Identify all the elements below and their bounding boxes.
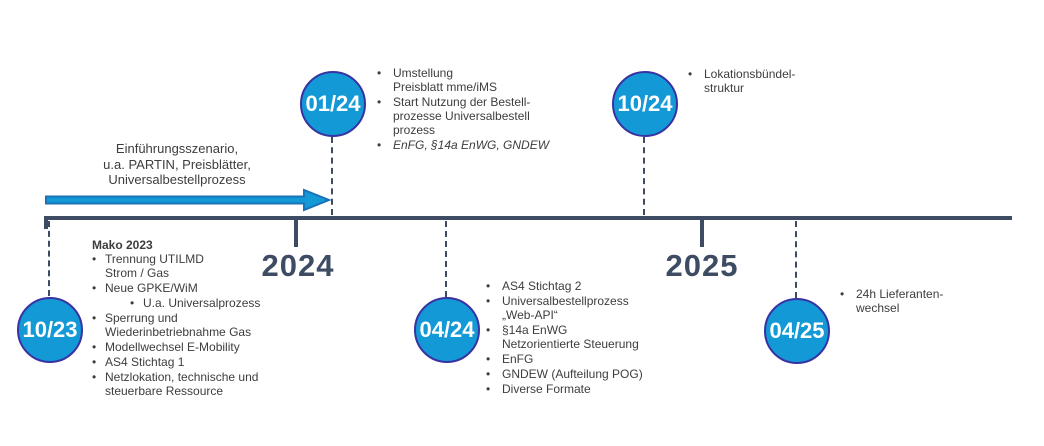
note-10-24: Lokationsbündel- struktur (688, 67, 858, 96)
milestone-circle-10-24: 10/24 (612, 71, 678, 137)
list-item: EnFG (486, 352, 701, 366)
list-item: GNDEW (Aufteilung POG) (486, 367, 701, 381)
list-item: Sperrung und Wiederinbetriebnahme Gas (92, 311, 312, 339)
list-item: Modellwechsel E-Mobility (92, 340, 312, 354)
note-list: Umstellung Preisblatt mme/iMS Start Nutz… (377, 66, 577, 152)
list-item: Trennung UTILMD Strom / Gas (92, 252, 312, 280)
list-item: Universalbestellprozess „Web-API“ (486, 294, 701, 322)
milestone-circle-04-25: 04/25 (764, 298, 830, 364)
milestone-date: 10/24 (617, 91, 673, 116)
connector-10-23 (48, 221, 50, 296)
list-item: Diverse Formate (486, 382, 701, 396)
list-item: AS4 Stichtag 1 (92, 355, 312, 369)
list-item: Umstellung Preisblatt mme/iMS (377, 66, 577, 94)
note-list: AS4 Stichtag 2 Universalbestellprozess „… (486, 279, 701, 396)
milestone-date: 04/24 (419, 317, 475, 342)
year-tick-2024 (294, 220, 298, 247)
milestone-date: 10/23 (22, 317, 78, 342)
list-item: Start Nutzung der Bestell- prozesse Univ… (377, 95, 577, 137)
list-item: Lokationsbündel- struktur (688, 67, 858, 95)
year-tick-2025 (700, 220, 704, 247)
connector-10-24 (643, 137, 645, 215)
list-item: Netzlokation, technische und steuerbare … (92, 370, 312, 398)
list-item-sub: U.a. Universalprozess (130, 296, 312, 310)
note-04-24: AS4 Stichtag 2 Universalbestellprozess „… (486, 279, 701, 397)
timeline-axis (45, 216, 1012, 220)
milestone-circle-10-23: 10/23 (17, 297, 83, 363)
milestone-date: 01/24 (305, 91, 361, 116)
note-list: 24h Lieferanten- wechsel (840, 287, 1010, 315)
list-item: §14a EnWG Netzorientierte Steuerung (486, 323, 701, 351)
note-10-23: Mako 2023 Trennung UTILMD Strom / Gas Ne… (92, 238, 312, 399)
intro-arrow (45, 188, 332, 212)
year-label-2025: 2025 (665, 248, 739, 283)
intro-arrow-label: Einführungsszenario, u.a. PARTIN, Preisb… (103, 141, 251, 187)
list-item: AS4 Stichtag 2 (486, 279, 701, 293)
list-item: Neue GPKE/WiM (92, 281, 312, 295)
note-title: Mako 2023 (92, 238, 153, 252)
milestone-circle-01-24: 01/24 (300, 71, 366, 137)
milestone-date: 04/25 (769, 318, 825, 343)
note-01-24: Umstellung Preisblatt mme/iMS Start Nutz… (377, 66, 577, 153)
note-04-25: 24h Lieferanten- wechsel (840, 287, 1010, 316)
connector-01-24 (331, 137, 333, 215)
milestone-circle-04-24: 04/24 (414, 297, 480, 363)
connector-04-25 (795, 221, 797, 298)
list-item: EnFG, §14a EnWG, GNDEW (377, 138, 577, 152)
note-list: Lokationsbündel- struktur (688, 67, 858, 95)
connector-04-24 (445, 221, 447, 297)
list-item: 24h Lieferanten- wechsel (840, 287, 1010, 315)
timeline-axis-endcap (44, 216, 48, 229)
note-list: Trennung UTILMD Strom / Gas Neue GPKE/Wi… (92, 252, 312, 398)
